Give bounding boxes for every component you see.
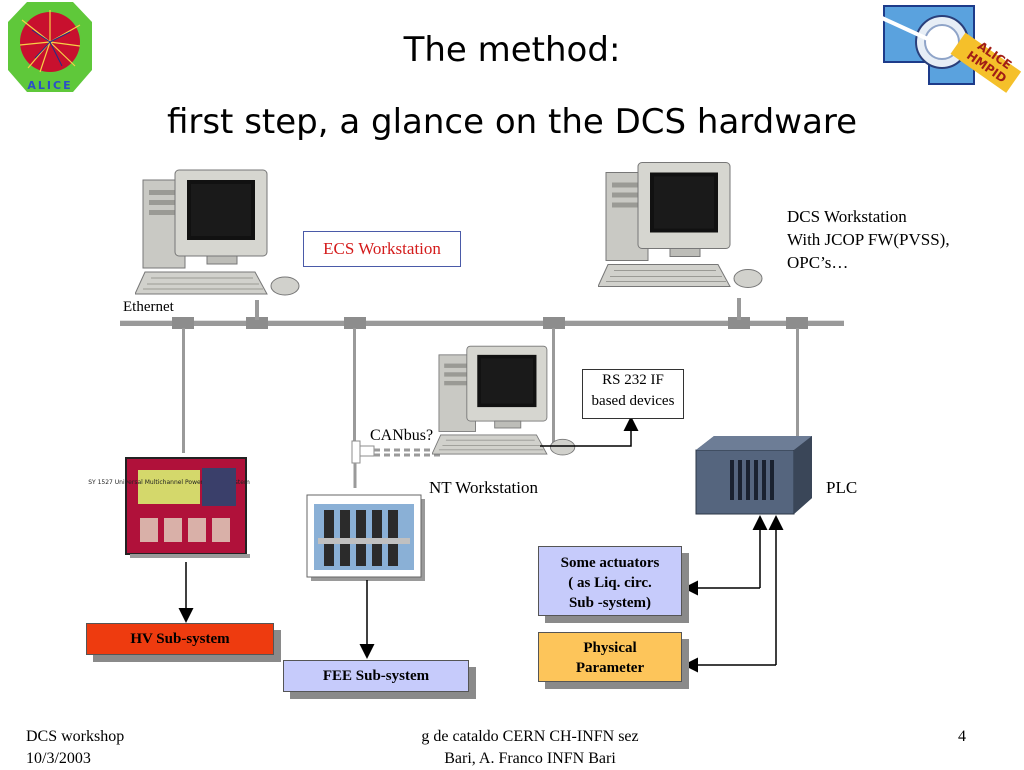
actuators-box: Some actuators ( as Liq. circ. Sub -syst…	[538, 546, 682, 616]
rs232-line2: based devices	[591, 393, 675, 409]
slide-subtitle: first step, a glance on the DCS hardware	[166, 102, 858, 142]
dcs-label-line3: OPC’s…	[787, 253, 849, 272]
canbus-link	[351, 440, 440, 488]
arrows	[178, 416, 784, 673]
footer-center: g de cataldo CERN CH-INFN sez Bari, A. F…	[360, 726, 700, 770]
rs232-line1: RS 232 IF	[602, 372, 664, 388]
crate-label: SY 1527 Universal Multichannel Power Sup…	[88, 479, 250, 486]
plc-label: PLC	[826, 478, 858, 497]
physical-parameter-box: Physical Parameter	[538, 632, 682, 682]
actuators-line3: Sub -system)	[568, 595, 652, 611]
power-crate-icon: SY 1527 Universal Multichannel Power Sup…	[88, 457, 250, 558]
alice-logo-text: ALICE	[27, 79, 72, 92]
dcs-label-line1: DCS Workstation	[787, 207, 907, 226]
ecs-computer-icon	[135, 169, 300, 296]
dcs-workstation-label: DCS Workstation With JCOP FW(PVSS), OPC’…	[787, 205, 950, 274]
actuators-line1: Some actuators	[560, 555, 660, 571]
physical-line2: Parameter	[575, 660, 645, 676]
page-number: 4	[958, 728, 966, 745]
physical-line1: Physical	[583, 640, 637, 656]
dcs-label-line2: With JCOP FW(PVSS),	[787, 230, 950, 249]
actuators-line2: ( as Liq. circ.	[568, 575, 652, 591]
footer-left: DCS workshop 10/3/2003	[26, 726, 124, 770]
footer-date: 10/3/2003	[26, 750, 91, 767]
ecs-workstation-label: ECS Workstation	[303, 231, 461, 267]
dcs-computer-icon	[598, 161, 763, 289]
hmpid-logo-icon: ALICE HMPID	[881, 5, 1022, 93]
ethernet-label: Ethernet	[123, 299, 174, 315]
plc-icon	[695, 436, 812, 515]
ethernet-bus	[120, 298, 844, 453]
hv-subsystem-box: HV Sub-system	[86, 623, 274, 655]
canbus-label: CANbus?	[370, 427, 434, 444]
fee-board-icon	[306, 494, 425, 581]
footer-author-line2: Bari, A. Franco INFN Bari	[444, 750, 616, 767]
footer-author-line1: g de cataldo CERN CH-INFN sez	[421, 728, 639, 745]
rs232-devices-label: RS 232 IF based devices	[582, 369, 684, 419]
fee-subsystem-box: FEE Sub-system	[283, 660, 469, 692]
nt-workstation-label: NT Workstation	[429, 478, 538, 497]
slide-title: The method:	[403, 30, 621, 70]
footer-event: DCS workshop	[26, 728, 125, 745]
alice-logo-icon: ALICE	[8, 2, 92, 92]
